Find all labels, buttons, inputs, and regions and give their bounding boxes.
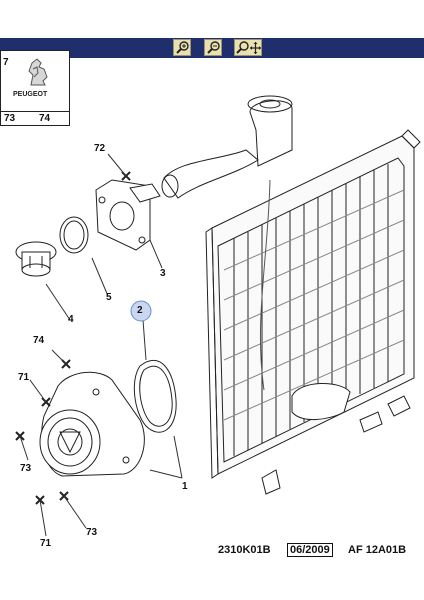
logo-ref-right: 74: [39, 113, 51, 124]
date-reference: 06/2009: [287, 543, 333, 557]
callout-4[interactable]: 4: [68, 314, 74, 325]
callout-3[interactable]: 3: [160, 268, 166, 279]
peugeot-lion-icon: [28, 58, 48, 86]
callout-71-lower[interactable]: 71: [40, 538, 52, 549]
callout-74[interactable]: 74: [33, 335, 45, 346]
thermostat: [15, 241, 57, 277]
logo-top-marker: 7: [3, 57, 9, 68]
viewer-toolbar: [0, 38, 424, 58]
callout-1[interactable]: 1: [182, 481, 188, 492]
zoom-pan-button[interactable]: [234, 39, 262, 56]
callout-5[interactable]: 5: [106, 292, 112, 303]
highlight-callout-2: [130, 300, 152, 322]
part-code: 2310K01B: [218, 544, 271, 556]
callout-73-right[interactable]: 73: [86, 527, 98, 538]
zoom-in-button[interactable]: [173, 39, 191, 56]
callout-72[interactable]: 72: [94, 143, 106, 154]
thermostat-seal: [59, 216, 89, 254]
zoom-pan-icon: [236, 41, 261, 54]
callout-73-left[interactable]: 73: [20, 463, 32, 474]
af-code: AF 12A01B: [348, 544, 407, 556]
radiator: [161, 95, 421, 495]
zoom-out-button[interactable]: [204, 39, 222, 56]
pump-gasket: [133, 359, 177, 433]
brand-name: PEUGEOT: [13, 91, 48, 98]
logo-divider: [1, 111, 69, 112]
logo-ref-left: 73: [4, 113, 16, 124]
zoom-in-icon: [176, 41, 189, 54]
brand-logo-box: 7 PEUGEOT 73 74: [0, 50, 70, 126]
zoom-out-icon: [207, 41, 220, 54]
callout-2[interactable]: 2: [137, 305, 143, 316]
thermostat-housing: [95, 179, 161, 251]
leader-lines: [19, 153, 183, 537]
water-pump: [39, 371, 145, 477]
callout-71-upper[interactable]: 71: [18, 372, 30, 383]
